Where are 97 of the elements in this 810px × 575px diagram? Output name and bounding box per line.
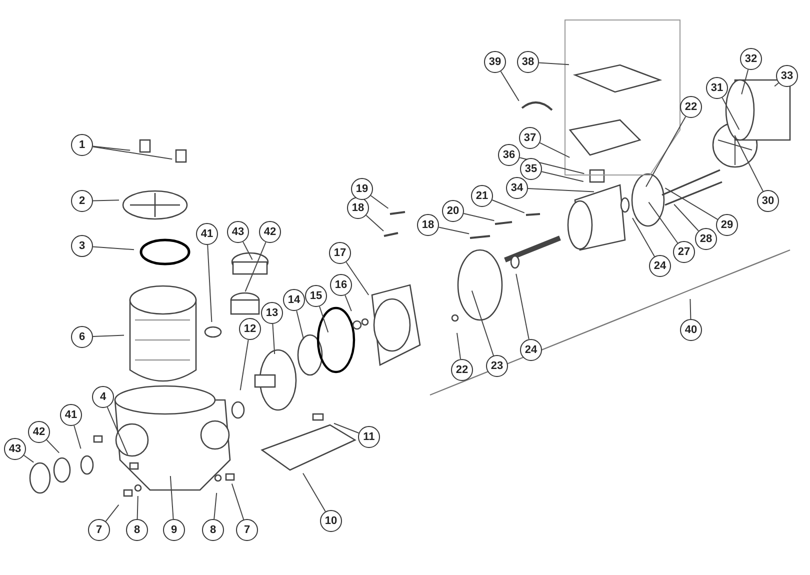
leader-line <box>244 242 266 292</box>
leader-line <box>438 226 470 234</box>
leader-line <box>240 339 249 391</box>
leader-line <box>92 146 173 160</box>
callout-number: 21 <box>471 185 493 207</box>
leader-line <box>539 142 570 158</box>
callout-number: 15 <box>305 285 327 307</box>
callout-number: 24 <box>649 255 671 277</box>
callout-number: 34 <box>506 177 528 199</box>
callout-number: 38 <box>517 51 539 73</box>
leader-line <box>516 273 530 340</box>
callout-number: 13 <box>261 302 283 324</box>
leader-line <box>231 483 244 520</box>
leader-line <box>366 214 384 232</box>
callout-number: 37 <box>519 127 541 149</box>
leader-line <box>492 200 525 214</box>
callout-number: 42 <box>28 421 50 443</box>
callout-number: 22 <box>451 359 473 381</box>
leader-line <box>170 476 174 520</box>
callout-number: 22 <box>680 96 702 118</box>
leader-line <box>500 70 520 102</box>
callout-number: 32 <box>740 48 762 70</box>
leader-line <box>722 97 740 130</box>
callout-number: 6 <box>71 326 93 348</box>
callout-number: 41 <box>60 404 82 426</box>
callout-number: 33 <box>776 65 798 87</box>
leader-line <box>242 241 253 260</box>
callout-number: 40 <box>680 319 702 341</box>
callout-number: 12 <box>239 318 261 340</box>
callout-number: 14 <box>283 289 305 311</box>
leader-line <box>463 213 495 222</box>
callout-number: 27 <box>673 241 695 263</box>
callout-number: 23 <box>486 355 508 377</box>
callout-number: 10 <box>320 510 342 532</box>
leader-line <box>272 324 276 354</box>
leader-line <box>471 290 494 356</box>
callout-number: 41 <box>196 223 218 245</box>
callout-number: 39 <box>484 51 506 73</box>
leader-line <box>334 422 360 434</box>
leader-line <box>106 406 128 455</box>
callout-number: 30 <box>757 190 779 212</box>
callout-number: 18 <box>347 197 369 219</box>
leader-line <box>92 146 131 151</box>
callout-number: 36 <box>498 144 520 166</box>
leader-line <box>214 492 218 520</box>
callout-number: 8 <box>126 519 148 541</box>
leader-line <box>456 332 461 360</box>
leader-line <box>46 439 60 454</box>
callout-number: 43 <box>4 438 26 460</box>
leader-line <box>92 200 120 202</box>
callout-number: 3 <box>71 235 93 257</box>
callout-number: 35 <box>520 158 542 180</box>
leader-line <box>344 294 352 312</box>
leader-line <box>648 202 678 244</box>
leader-line <box>741 69 749 95</box>
callout-number: 18 <box>417 214 439 236</box>
leader-line <box>370 195 389 209</box>
leader-line <box>538 62 570 66</box>
callout-number: 20 <box>442 200 464 222</box>
leader-line <box>674 204 699 232</box>
callout-number: 11 <box>358 426 380 448</box>
callout-number: 42 <box>259 221 281 243</box>
leader-line <box>207 244 212 322</box>
leader-line <box>296 310 304 340</box>
leader-line <box>632 218 655 257</box>
leader-line <box>74 425 82 450</box>
leader-line <box>664 188 718 220</box>
leader-line <box>24 454 34 463</box>
leader-line <box>92 246 134 250</box>
callout-number: 16 <box>330 274 352 296</box>
leader-line <box>646 116 686 188</box>
callout-number: 7 <box>88 519 110 541</box>
leader-line <box>774 82 779 87</box>
callout-number: 4 <box>92 386 114 408</box>
callout-number: 1 <box>71 134 93 156</box>
leader-line <box>302 472 326 512</box>
callout-number: 17 <box>329 242 351 264</box>
callout-number: 28 <box>695 228 717 250</box>
callout-number: 7 <box>236 519 258 541</box>
callout-number: 2 <box>71 190 93 212</box>
leader-line <box>734 134 764 192</box>
callout-number: 9 <box>163 519 185 541</box>
leader-line <box>541 171 584 182</box>
callout-number: 43 <box>227 221 249 243</box>
callout-number: 31 <box>706 77 728 99</box>
callout-number: 8 <box>202 519 224 541</box>
callout-number: 24 <box>520 339 542 361</box>
leader-line <box>528 188 594 192</box>
leader-line <box>105 504 120 522</box>
leader-line <box>92 334 124 337</box>
callout-number: 29 <box>716 214 738 236</box>
leader-line <box>136 496 138 520</box>
leader-line <box>519 157 585 174</box>
leader-line <box>690 298 692 320</box>
leader-line <box>319 306 329 333</box>
leader-line <box>346 262 370 296</box>
callout-number: 19 <box>351 178 373 200</box>
